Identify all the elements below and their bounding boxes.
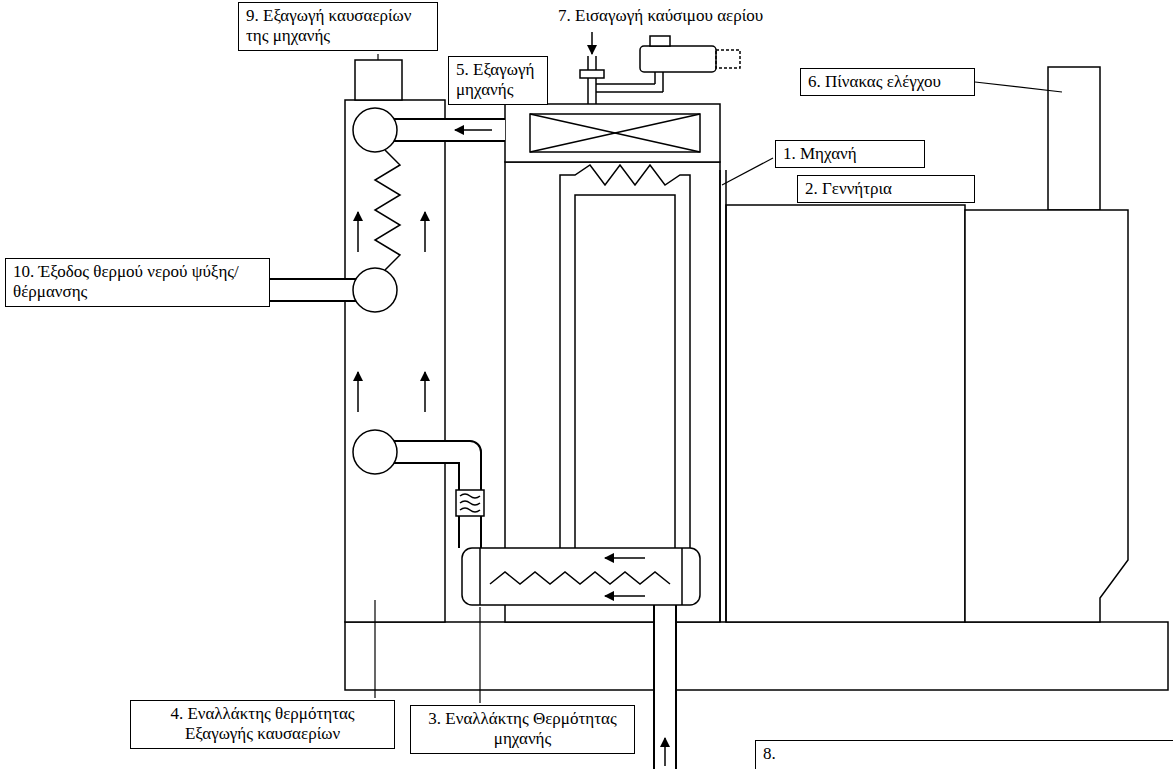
gas-inlet-pipe (716, 50, 740, 68)
callout-text: 10. Έξοδος θερμού νερού ψύξης/θέρμανσης (13, 262, 262, 303)
callout-text: 2. Γεννήτρια (805, 179, 967, 199)
flow-arrow (664, 738, 666, 766)
callout-text: 9. Εξαγωγή καυσαερίων της μηχανής (246, 6, 430, 47)
callout-box: 3. Εναλλάκτης Θερμότητας μηχανής (410, 705, 635, 754)
gas-inlet-pipe (580, 36, 740, 104)
engine-heat-exchanger (462, 548, 700, 605)
gas-inlet-pipe (580, 70, 604, 78)
gas-inlet-pipe (596, 83, 655, 85)
gas-inlet-pipe (654, 72, 656, 84)
leader-line (479, 607, 480, 703)
callout-text: 5. Εξαγωγή μηχανής (456, 60, 540, 101)
gas-inlet-pipe (662, 72, 664, 92)
unit-body (345, 622, 1168, 690)
gas-inlet-pipe (587, 56, 589, 104)
unit-body (530, 114, 700, 152)
pipe-bore (655, 605, 675, 769)
gas-inlet-pipe (640, 46, 716, 72)
callout-box: 4. Εναλλάκτης θερμότητας Εξαγωγής καυσαε… (130, 700, 395, 749)
flow-arrow (605, 595, 645, 597)
callout-box: 6. Πίνακας ελέγχου (800, 68, 975, 96)
callout-box: 10. Έξοδος θερμού νερού ψύξης/θέρμανσης (5, 258, 270, 307)
flow-arrow (424, 372, 426, 412)
pipe-bend (353, 108, 397, 152)
callout-text: 8. (763, 744, 1167, 764)
unit-body (530, 114, 700, 152)
flow-arrow (358, 32, 665, 766)
callout-box: 1. Μηχανή (775, 140, 925, 168)
leader-line (975, 82, 1062, 92)
flow-arrow (455, 129, 492, 131)
unit-body (719, 170, 721, 622)
leader-line (375, 54, 1062, 703)
pipe-bend (353, 430, 397, 474)
pipe-outline (270, 130, 665, 769)
flow-arrow (424, 212, 426, 252)
unit-body (345, 100, 445, 622)
unit-body (345, 60, 1168, 690)
engine-heat-exchanger (462, 548, 700, 605)
callout-text: 6. Πίνακας ελέγχου (808, 72, 967, 92)
pipe-bend (460, 494, 480, 512)
callout-text: 4. Εναλλάκτης θερμότητας Εξαγωγής καυσαε… (138, 704, 387, 745)
flow-arrow (357, 372, 359, 412)
pipe-bend (353, 268, 397, 312)
flow-arrow (591, 32, 593, 54)
leader-line (722, 158, 773, 185)
pipe-bend (456, 490, 484, 516)
callout-box: 9. Εξαγωγή καυσαερίων της μηχανής (238, 2, 438, 51)
callout-label: 7. Εισαγωγή καύσιμου αερίου (556, 6, 765, 26)
unit-body (726, 205, 965, 622)
pipe-bore (270, 130, 665, 769)
unit-body (530, 114, 700, 152)
unit-body (575, 195, 675, 548)
leader-line (374, 600, 375, 698)
engine-heat-exchanger (479, 548, 481, 605)
gas-inlet-pipe (596, 91, 663, 93)
gas-inlet-pipe (595, 56, 597, 104)
engine-heat-exchanger (681, 548, 683, 605)
unit-body (725, 170, 727, 622)
unit-body (505, 104, 720, 162)
unit-body (560, 165, 690, 548)
unit-body (1048, 67, 1100, 210)
unit-body (355, 60, 402, 100)
leader-line (377, 54, 378, 60)
pipe-bend (375, 150, 400, 270)
pipe-bend (353, 108, 484, 516)
callout-text: 3. Εναλλάκτης Θερμότητας μηχανής (418, 709, 627, 750)
unit-body (965, 210, 1128, 622)
flow-arrow (605, 557, 645, 559)
pipe-outline (653, 605, 677, 769)
callout-box: 5. Εξαγωγή μηχανής (448, 56, 548, 105)
engine-heat-exchanger (490, 572, 670, 584)
flow-arrow (357, 212, 359, 252)
callout-box: 2. Γεννήτρια (797, 175, 975, 203)
callout-text: 1. Μηχανή (783, 144, 917, 164)
gas-inlet-pipe (650, 36, 670, 46)
callout-box: 8. (755, 740, 1173, 769)
